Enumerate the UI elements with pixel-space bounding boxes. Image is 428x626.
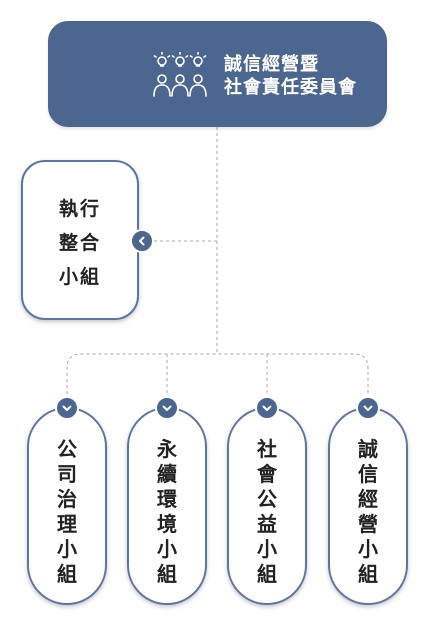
chevron-down-icon xyxy=(255,396,279,420)
subgroup-char: 信 xyxy=(358,462,378,486)
committee-title-line1: 誠信經營暨 xyxy=(224,54,319,75)
subgroup-char: 小 xyxy=(257,537,277,561)
subgroup-label: 社 會 公 益 小 組 xyxy=(229,437,305,587)
chevron-left-icon xyxy=(130,229,154,253)
subgroup-char: 社 xyxy=(257,437,277,461)
committee-people-icon xyxy=(153,52,207,97)
subgroup-pill-ethical-management: 誠 信 經 營 小 組 xyxy=(328,407,408,605)
subgroup-char: 營 xyxy=(358,512,378,536)
subgroup-char: 誠 xyxy=(358,437,378,461)
subgroup-char: 組 xyxy=(358,562,378,586)
subgroup-char: 組 xyxy=(57,562,77,586)
subgroup-char: 會 xyxy=(257,462,277,486)
subgroup-char: 續 xyxy=(157,462,177,486)
executive-group-label: 執行 整合 小組 xyxy=(23,192,137,294)
executive-group-label-line: 小組 xyxy=(58,266,101,288)
subgroup-char: 司 xyxy=(57,462,77,486)
subgroup-char: 組 xyxy=(257,562,277,586)
connector-branch xyxy=(66,353,369,400)
subgroup-char: 小 xyxy=(57,537,77,561)
subgroup-char: 小 xyxy=(358,537,378,561)
subgroup-char: 公 xyxy=(57,437,77,461)
subgroup-char: 理 xyxy=(57,512,77,536)
subgroup-label: 永 續 環 境 小 組 xyxy=(129,437,205,587)
subgroup-char: 組 xyxy=(157,562,177,586)
subgroup-char: 治 xyxy=(57,487,77,511)
committee-box: 誠信經營暨 社會責任委員會 xyxy=(48,21,387,127)
subgroup-label: 誠 信 經 營 小 組 xyxy=(330,437,406,587)
subgroup-char: 環 xyxy=(157,487,177,511)
subgroup-char: 境 xyxy=(157,512,177,536)
executive-group-label-line: 整合 xyxy=(58,232,101,254)
committee-title-line2: 社會責任委員會 xyxy=(224,77,357,98)
subgroup-char: 永 xyxy=(157,437,177,461)
subgroup-char: 經 xyxy=(358,487,378,511)
executive-group-box: 執行 整合 小組 xyxy=(21,160,139,320)
subgroup-label: 公 司 治 理 小 組 xyxy=(29,437,105,587)
subgroup-pill-social-welfare: 社 會 公 益 小 組 xyxy=(227,407,307,605)
chevron-down-icon xyxy=(55,396,79,420)
chevron-down-icon xyxy=(356,396,380,420)
subgroup-char: 益 xyxy=(257,512,277,536)
subgroup-pill-sustainable-environment: 永 續 環 境 小 組 xyxy=(127,407,207,605)
executive-group-label-line: 執行 xyxy=(58,198,101,220)
subgroup-char: 公 xyxy=(257,487,277,511)
committee-title: 誠信經營暨 社會責任委員會 xyxy=(224,53,357,99)
subgroup-pill-corporate-governance: 公 司 治 理 小 組 xyxy=(27,407,107,605)
subgroup-char: 小 xyxy=(157,537,177,561)
chevron-down-icon xyxy=(155,396,179,420)
